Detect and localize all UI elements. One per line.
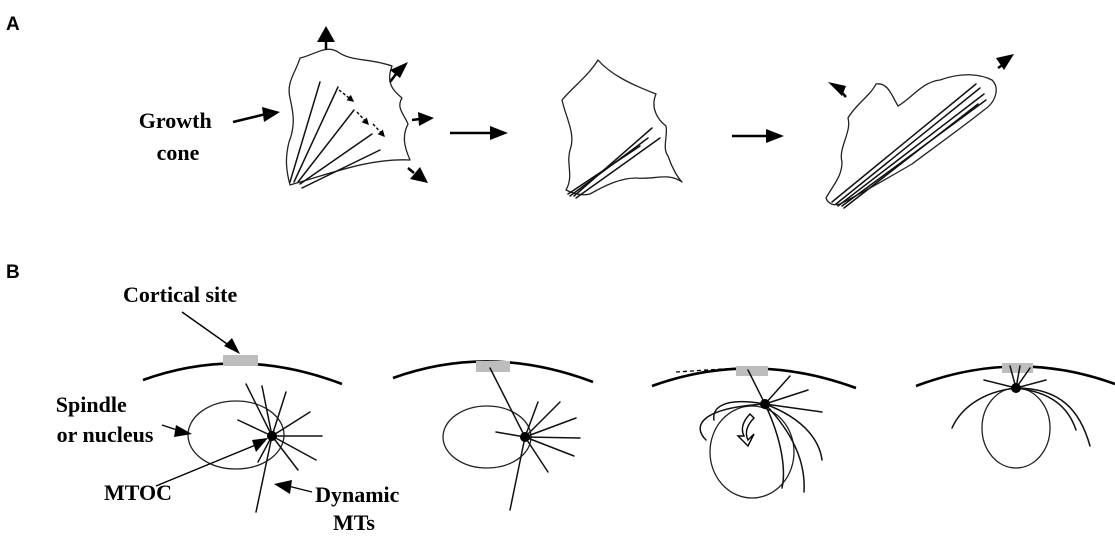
cortical-site-marker: [736, 366, 768, 376]
arrow-up-icon: [317, 26, 335, 42]
pointer-arrow-icon: [262, 107, 280, 122]
transition-arrow-1: [450, 126, 508, 140]
b-stage-2: [393, 361, 593, 510]
growth-cone-label: Growth cone: [139, 108, 217, 165]
panel-a-letter: A: [6, 14, 20, 35]
b-stage-4: [916, 363, 1115, 468]
arrow-upright-icon: [390, 62, 408, 78]
growth-cone-3: [826, 75, 996, 208]
transition-arrow-2: [732, 129, 784, 143]
rotation-arrow-icon: [738, 414, 754, 446]
mtoc-dot: [267, 431, 277, 441]
growth-cone-2: [562, 60, 682, 198]
b-stage-1: [143, 355, 342, 512]
dynamic-mts-label: Dynamic MTs: [315, 482, 405, 535]
panel-b-letter: B: [6, 262, 20, 283]
cortical-site-label: Cortical site: [123, 282, 237, 307]
spindle-label: Spindle or nucleus: [56, 392, 154, 447]
b-stage-3: [652, 366, 856, 498]
retraction-arrow-icon: [828, 82, 848, 102]
arrow-downright-icon: [410, 167, 428, 183]
cortical-site-marker: [223, 355, 258, 366]
cortical-site-marker: [476, 361, 510, 372]
arrow-right-icon: [418, 112, 434, 126]
